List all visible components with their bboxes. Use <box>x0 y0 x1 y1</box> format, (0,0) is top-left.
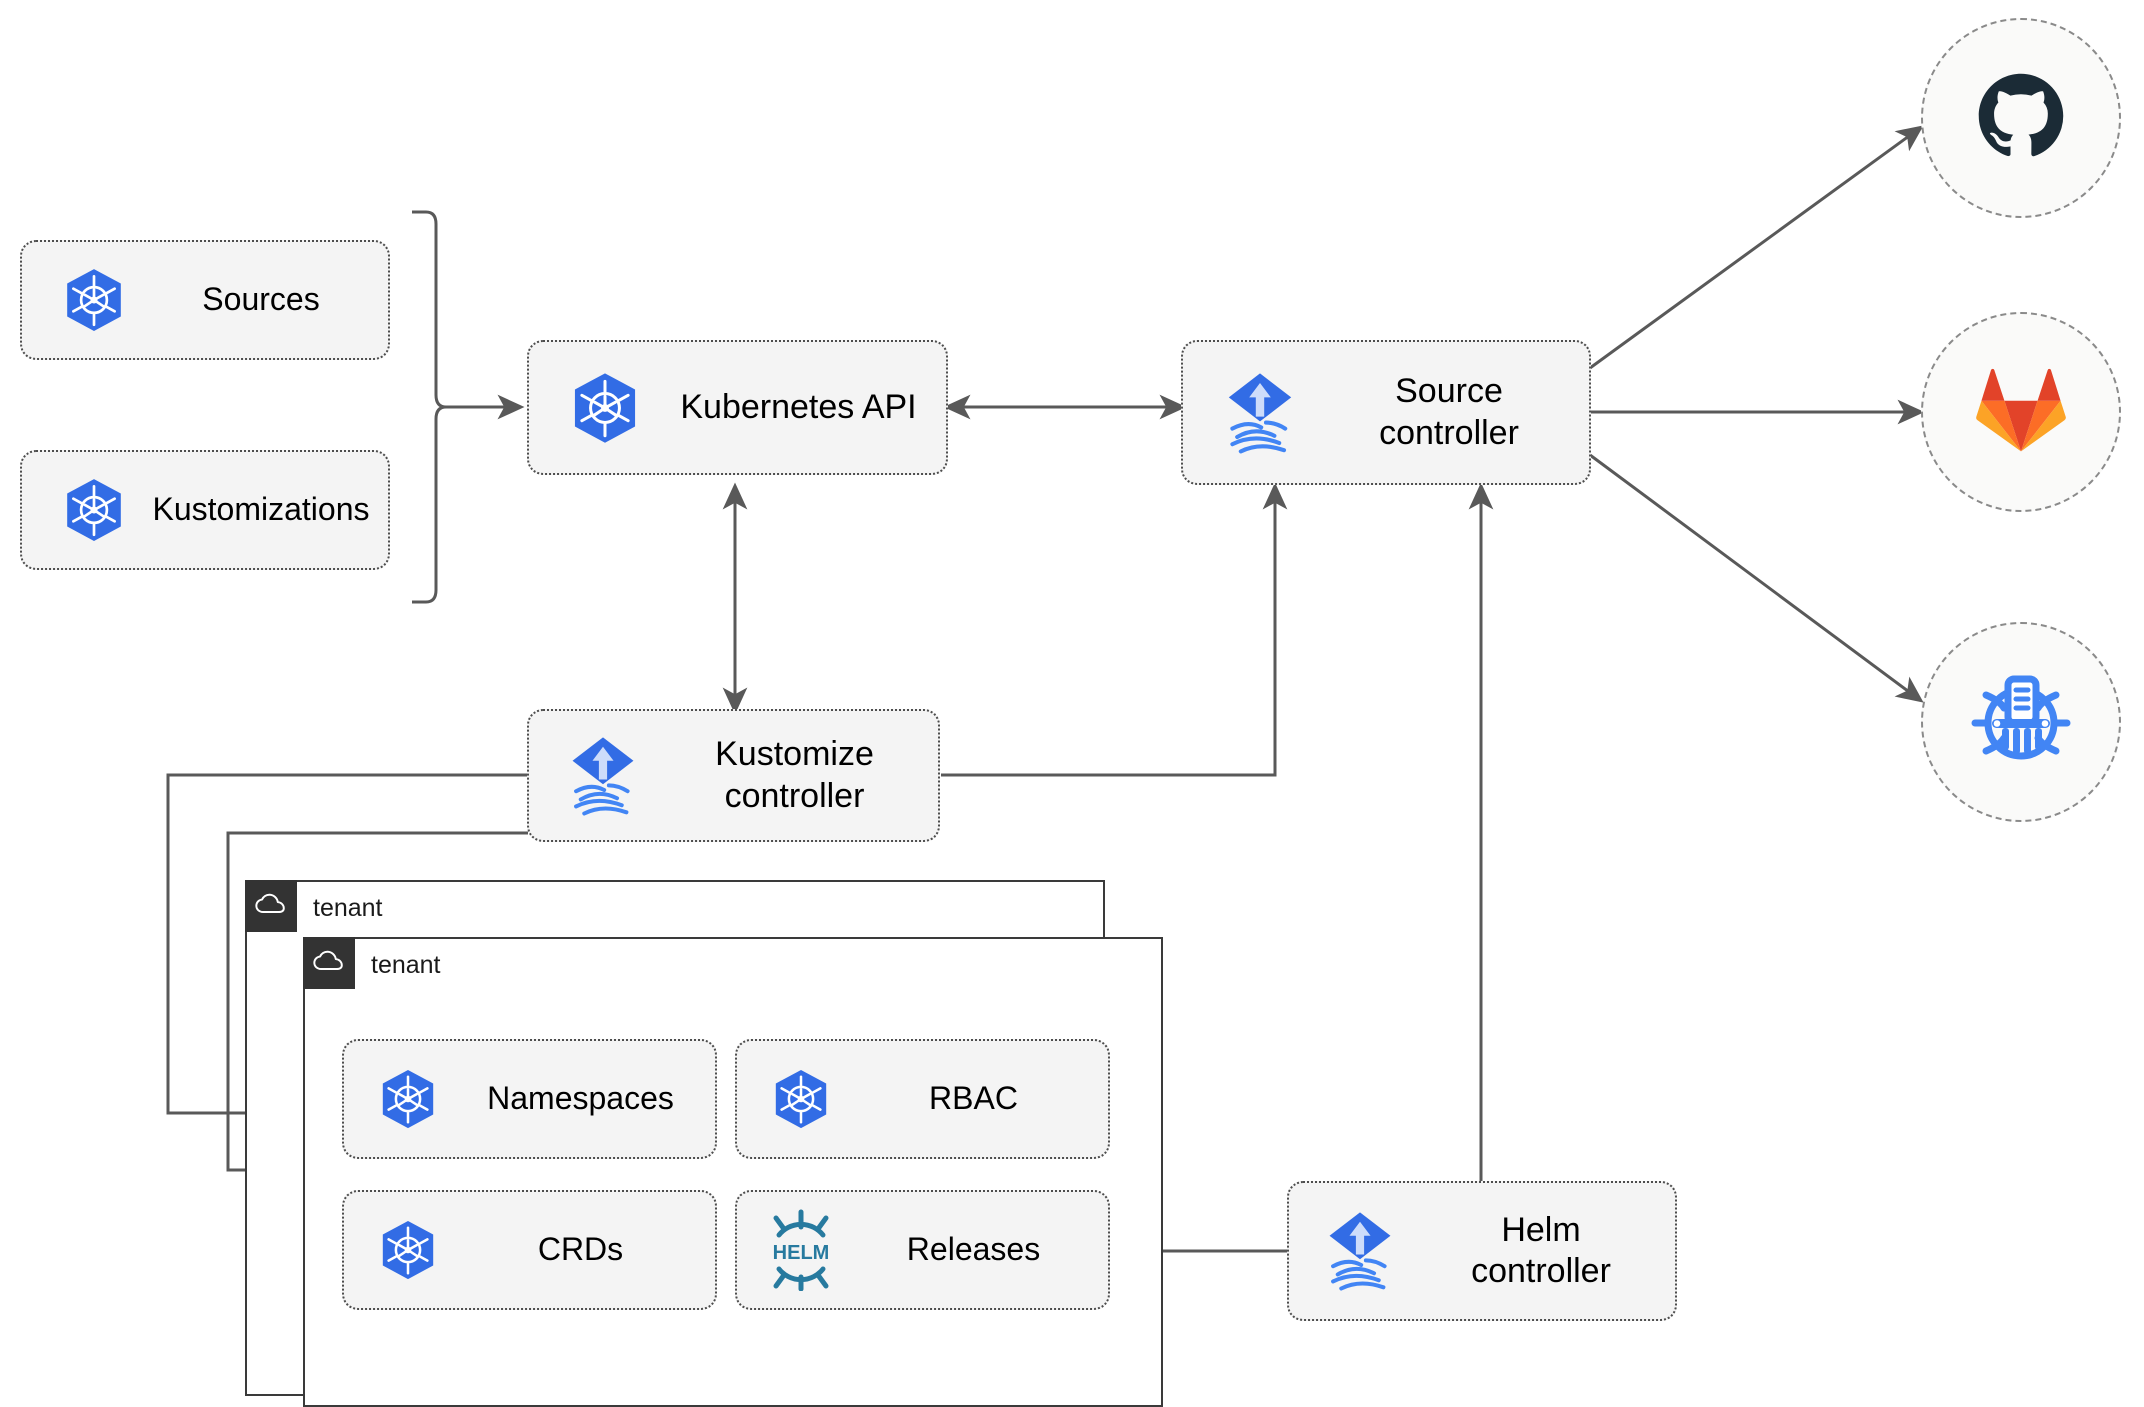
node-label: Helm controller <box>1471 1210 1611 1290</box>
kubernetes-icon <box>364 1066 452 1132</box>
kubernetes-icon <box>757 1066 845 1132</box>
kubernetes-icon <box>364 1217 452 1283</box>
cloud-icon <box>255 892 287 921</box>
github-icon <box>1973 68 2069 169</box>
edge-source-controller-to-helm-repository <box>1589 453 1924 703</box>
tenant-label: tenant <box>371 951 441 979</box>
provider-helm-repository[interactable] <box>1921 622 2121 822</box>
provider-gitlab[interactable] <box>1921 312 2121 512</box>
edge-source-controller-to-github <box>1589 125 1924 370</box>
kubernetes-icon <box>48 475 140 545</box>
node-label: Source controller <box>1379 372 1519 452</box>
node-label: Kubernetes API <box>680 387 917 426</box>
tenant-container-2: tenant <box>303 937 1163 1407</box>
helm-icon: HELM <box>757 1209 845 1291</box>
tenant-resource-namespaces[interactable]: Namespaces <box>342 1039 717 1159</box>
resource-label: Kustomizations <box>152 491 370 528</box>
cloud-icon <box>313 949 345 978</box>
flux-icon <box>1307 1210 1413 1292</box>
provider-github[interactable] <box>1921 18 2121 218</box>
helm-repository-icon <box>1966 665 2076 780</box>
tenant-resource-rbac[interactable]: RBAC <box>735 1039 1110 1159</box>
tenant-resource-label: Releases <box>906 1231 1041 1268</box>
tenant-tab <box>245 880 297 932</box>
resources-bracket <box>412 210 447 604</box>
kubernetes-icon <box>48 265 140 335</box>
tenant-resource-releases[interactable]: HELM Releases <box>735 1190 1110 1310</box>
tenant-label: tenant <box>313 894 383 922</box>
node-source-controller[interactable]: Source controller <box>1181 340 1591 485</box>
resource-label: Sources <box>202 281 320 318</box>
resource-node-kustomizations[interactable]: Kustomizations <box>20 450 390 570</box>
node-kustomize-controller[interactable]: Kustomize controller <box>527 709 940 842</box>
tenant-tab <box>303 937 355 989</box>
node-label: Kustomize controller <box>715 735 874 815</box>
gitlab-icon <box>1975 366 2067 459</box>
tenant-resource-label: CRDs <box>537 1231 624 1268</box>
resource-node-sources[interactable]: Sources <box>20 240 390 360</box>
tenant-resource-label: Namespaces <box>487 1080 674 1117</box>
edge-kustomize-to-source-controller <box>941 482 1288 777</box>
tenant-resource-crds[interactable]: CRDs <box>342 1190 717 1310</box>
flux-icon <box>549 735 657 817</box>
node-kubernetes-api[interactable]: Kubernetes API <box>527 340 948 475</box>
node-helm-controller[interactable]: Helm controller <box>1287 1181 1677 1321</box>
flux-icon <box>1205 371 1315 455</box>
kubernetes-icon <box>553 369 657 447</box>
svg-text:HELM: HELM <box>773 1242 830 1264</box>
tenant-resource-label: RBAC <box>929 1080 1018 1117</box>
